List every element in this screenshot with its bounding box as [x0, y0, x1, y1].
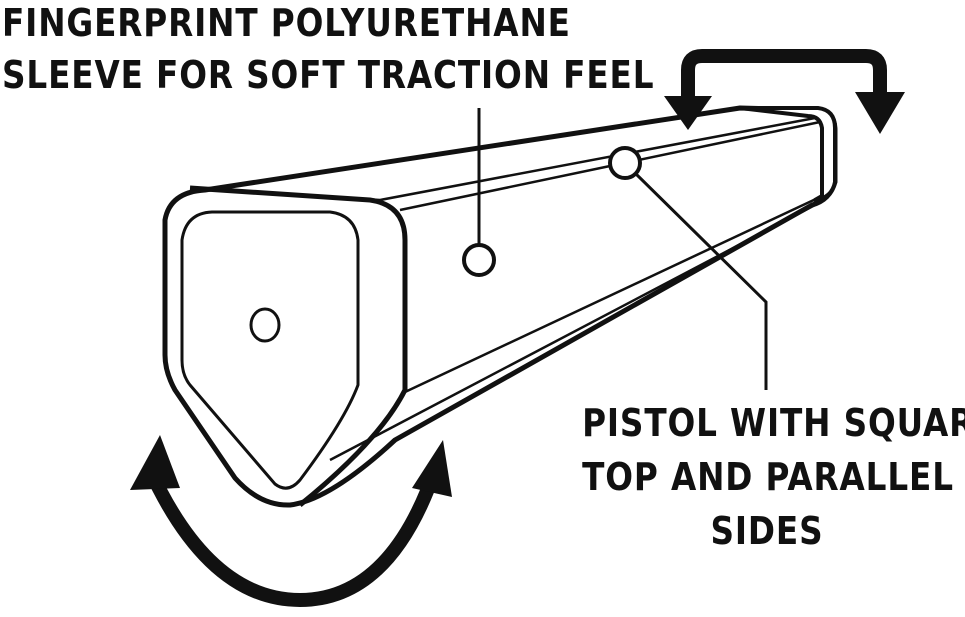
end-cap-rim — [189, 185, 408, 507]
bottom-edge-line — [329, 203, 816, 462]
lower-edge-line — [404, 196, 819, 394]
shape-callout-line-2: TOP AND PARALLEL — [582, 455, 954, 499]
sleeve-callout-label: FINGERPRINT POLYURETHANE SLEEVE FOR SOFT… — [2, 4, 654, 108]
shape-callout-label: PISTOL WITH SQUARE TOP AND PARALLEL SIDE… — [582, 401, 965, 566]
bracket-double-arrow-icon — [664, 49, 905, 134]
end-cap-outline — [180, 210, 360, 490]
sleeve-callout-line-1: FINGERPRINT POLYURETHANE — [2, 1, 571, 45]
shape-callout-line-1: PISTOL WITH SQUARE — [582, 401, 965, 445]
right-callout-marker — [608, 146, 642, 180]
sleeve-callout-line-2: SLEEVE FOR SOFT TRACTION FEEL — [2, 53, 655, 97]
right-callout-leader — [634, 172, 768, 390]
top-callout-marker — [462, 243, 496, 277]
end-cap-dot — [249, 307, 281, 343]
far-end-cap — [738, 106, 837, 202]
top-edge-line — [209, 116, 816, 202]
shape-callout-line-3: SIDES — [710, 509, 824, 553]
curved-double-arrow-icon — [130, 435, 452, 608]
